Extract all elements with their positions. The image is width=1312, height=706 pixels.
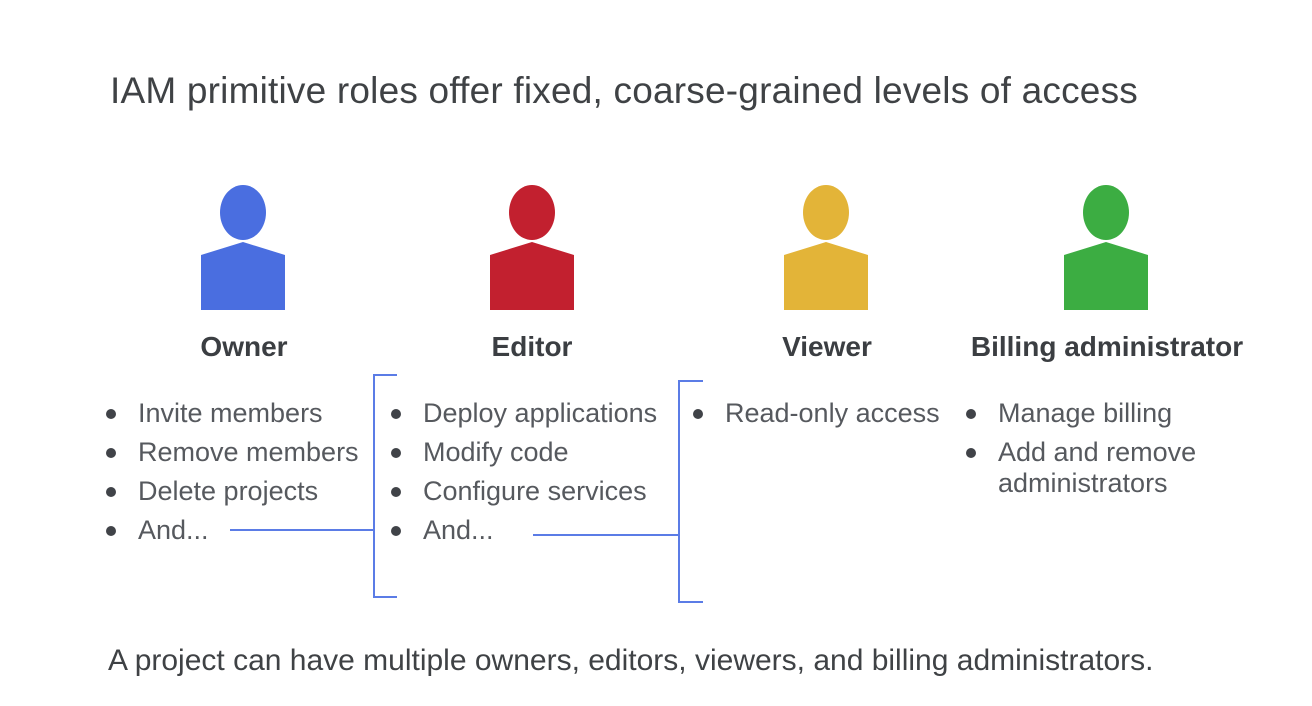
bullet-dot (966, 448, 976, 458)
editor-person-shape (490, 185, 574, 310)
editor-includes-viewer-bracket (678, 380, 703, 603)
bullet-dot (391, 487, 401, 497)
billing-admin-person-shape (1064, 185, 1148, 310)
viewer-permissions-list: Read-only access (693, 398, 973, 437)
list-item-text: Modify code (423, 437, 569, 467)
list-item: Invite members (106, 398, 386, 429)
list-item: Read-only access (693, 398, 973, 429)
list-item: Remove members (106, 437, 386, 468)
billing-admin-person-icon (1064, 185, 1148, 310)
editor-permissions-list: Deploy applications Modify code Configur… (391, 398, 681, 554)
list-item-text: And... (138, 515, 209, 545)
list-item: Deploy applications (391, 398, 681, 429)
bullet-dot (391, 409, 401, 419)
list-item: Configure services (391, 476, 681, 507)
bullet-dot (966, 409, 976, 419)
billing-admin-permissions-list: Manage billing Add and remove administra… (966, 398, 1221, 507)
editor-person-icon (490, 185, 574, 310)
list-item: Delete projects (106, 476, 386, 507)
bullet-dot (106, 409, 116, 419)
slide-caption: A project can have multiple owners, edit… (108, 644, 1154, 677)
viewer-person-icon (784, 185, 868, 310)
role-label-viewer: Viewer (782, 331, 872, 362)
bullet-dot (106, 487, 116, 497)
owner-person-shape (201, 185, 285, 310)
bullet-dot (391, 448, 401, 458)
list-item: And... (106, 515, 386, 546)
bullet-dot (106, 448, 116, 458)
list-item-text: Delete projects (138, 476, 319, 506)
list-item-text: Invite members (138, 398, 323, 428)
list-item-text: Manage billing (998, 398, 1173, 428)
list-item: Manage billing (966, 398, 1221, 429)
slide-title: IAM primitive roles offer fixed, coarse-… (110, 70, 1138, 111)
owner-includes-editor-bracket (373, 374, 397, 598)
list-item-text: Add and remove administrators (998, 437, 1197, 498)
bullet-dot (391, 526, 401, 536)
list-item: Add and remove administrators (966, 437, 1221, 499)
bullet-dot (106, 526, 116, 536)
viewer-person-shape (784, 185, 868, 310)
list-item-text: Remove members (138, 437, 359, 467)
list-item: And... (391, 515, 681, 546)
list-item-text: Deploy applications (423, 398, 658, 428)
editor-and-connector-line (533, 534, 678, 536)
role-label-owner: Owner (200, 331, 288, 362)
list-item-text: Configure services (423, 476, 647, 506)
owner-and-connector-line (230, 529, 373, 531)
role-label-editor: Editor (491, 331, 573, 362)
role-label-billing-admin: Billing administrator (970, 331, 1244, 362)
bullet-dot (693, 409, 703, 419)
list-item-text: Read-only access (725, 398, 940, 428)
list-item: Modify code (391, 437, 681, 468)
owner-person-icon (201, 185, 285, 310)
owner-permissions-list: Invite members Remove members Delete pro… (106, 398, 386, 554)
list-item-text: And... (423, 515, 494, 545)
